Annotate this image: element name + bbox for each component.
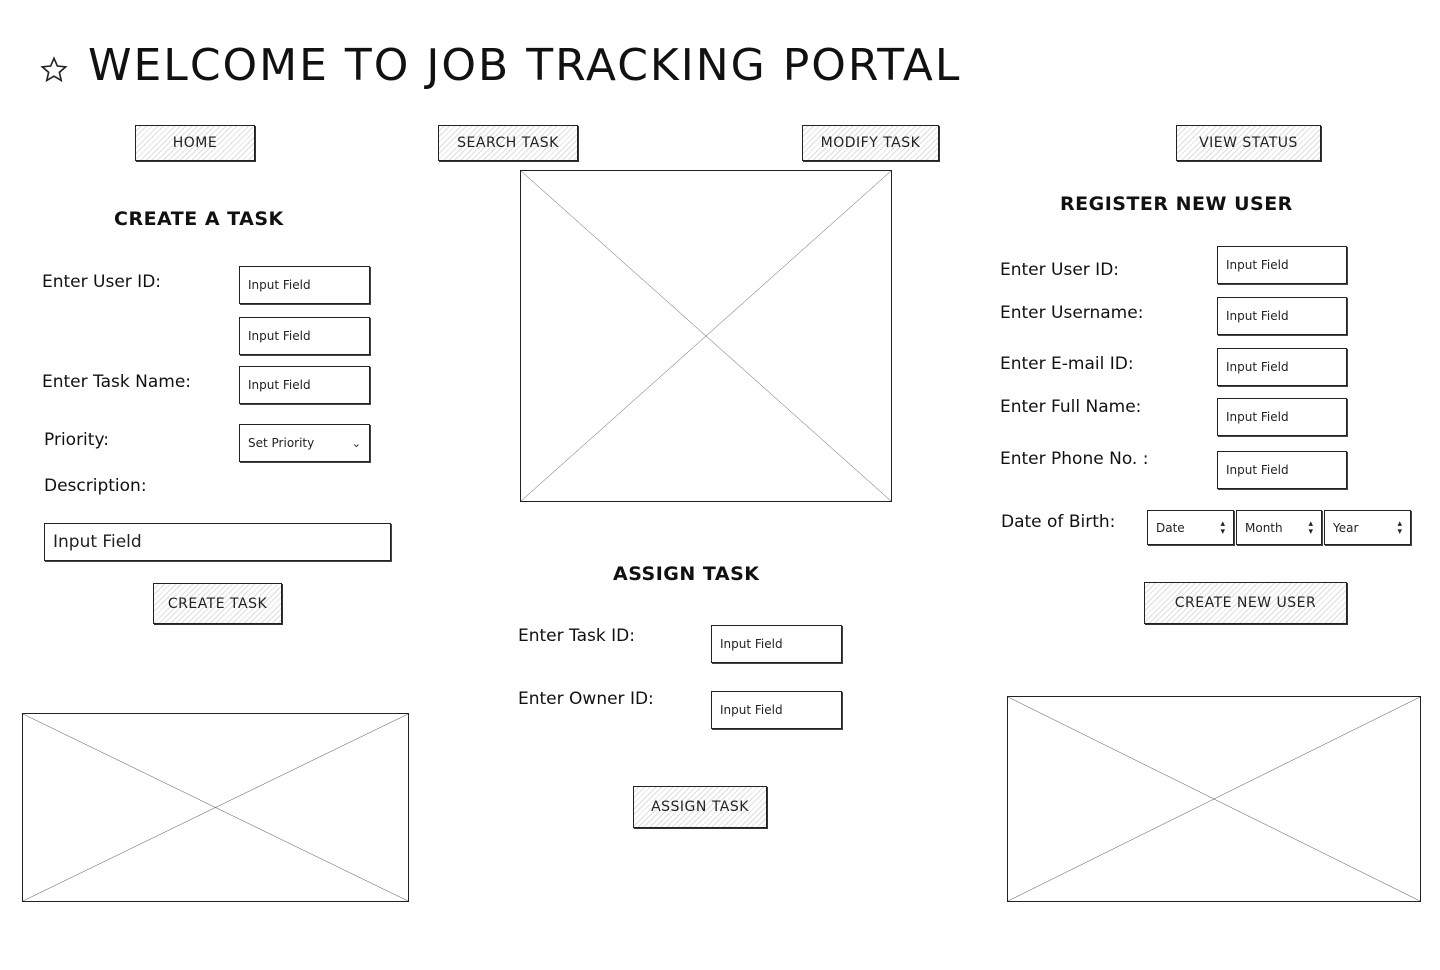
task-id-input[interactable]: Input Field — [711, 625, 842, 663]
dob-date-select[interactable]: Date ▴▾ — [1147, 510, 1234, 545]
email-input[interactable]: Input Field — [1217, 348, 1347, 386]
home-button[interactable]: HOME — [135, 125, 255, 161]
dob-year-value: Year — [1333, 520, 1359, 535]
dob-date-value: Date — [1156, 520, 1185, 535]
page-title: WELCOME TO JOB TRACKING PORTAL — [88, 40, 962, 91]
dob-label: Date of Birth: — [1001, 512, 1116, 532]
username-input[interactable]: Input Field — [1217, 297, 1347, 335]
username-label: Enter Username: — [1000, 303, 1144, 323]
view-status-button[interactable]: VIEW STATUS — [1176, 125, 1321, 161]
image-placeholder-left — [22, 713, 409, 902]
description-label: Description: — [44, 476, 147, 496]
dob-year-select[interactable]: Year ▴▾ — [1324, 510, 1411, 545]
assign-task-heading: ASSIGN TASK — [613, 563, 760, 585]
description-input[interactable]: Input Field — [44, 523, 391, 561]
priority-label: Priority: — [44, 430, 109, 450]
phone-label: Enter Phone No. : — [1000, 449, 1149, 469]
user-id-input[interactable]: Input Field — [239, 266, 370, 304]
user-id-label: Enter User ID: — [42, 272, 162, 292]
modify-task-button[interactable]: MODIFY TASK — [802, 125, 939, 161]
dob-month-value: Month — [1245, 520, 1283, 535]
fullname-label: Enter Full Name: — [1000, 397, 1142, 417]
star-icon — [40, 56, 68, 83]
email-label: Enter E-mail ID: — [1000, 354, 1134, 374]
search-task-button[interactable]: SEARCH TASK — [438, 125, 578, 161]
extra-input[interactable]: Input Field — [239, 317, 370, 355]
phone-input[interactable]: Input Field — [1217, 451, 1347, 489]
image-placeholder-right — [1007, 696, 1421, 902]
image-placeholder-center — [520, 170, 892, 502]
task-name-input[interactable]: Input Field — [239, 366, 370, 404]
task-id-label: Enter Task ID: — [518, 626, 635, 646]
stepper-icon: ▴▾ — [1397, 518, 1402, 537]
dob-month-select[interactable]: Month ▴▾ — [1236, 510, 1322, 545]
priority-value: Set Priority — [248, 436, 315, 450]
chevron-down-icon: ⌄ — [351, 436, 361, 450]
owner-id-input[interactable]: Input Field — [711, 691, 842, 729]
priority-select[interactable]: Set Priority ⌄ — [239, 424, 370, 462]
create-task-button[interactable]: CREATE TASK — [153, 583, 282, 624]
owner-id-label: Enter Owner ID: — [518, 689, 654, 709]
reg-user-id-input[interactable]: Input Field — [1217, 246, 1347, 284]
task-name-label: Enter Task Name: — [42, 372, 192, 392]
register-user-heading: REGISTER NEW USER — [1060, 193, 1293, 215]
fullname-input[interactable]: Input Field — [1217, 398, 1347, 436]
stepper-icon: ▴▾ — [1308, 518, 1313, 537]
assign-task-button[interactable]: ASSIGN TASK — [633, 786, 767, 828]
create-new-user-button[interactable]: CREATE NEW USER — [1144, 582, 1347, 624]
create-task-heading: CREATE A TASK — [114, 208, 284, 230]
reg-user-id-label: Enter User ID: — [1000, 260, 1120, 280]
stepper-icon: ▴▾ — [1220, 518, 1225, 537]
